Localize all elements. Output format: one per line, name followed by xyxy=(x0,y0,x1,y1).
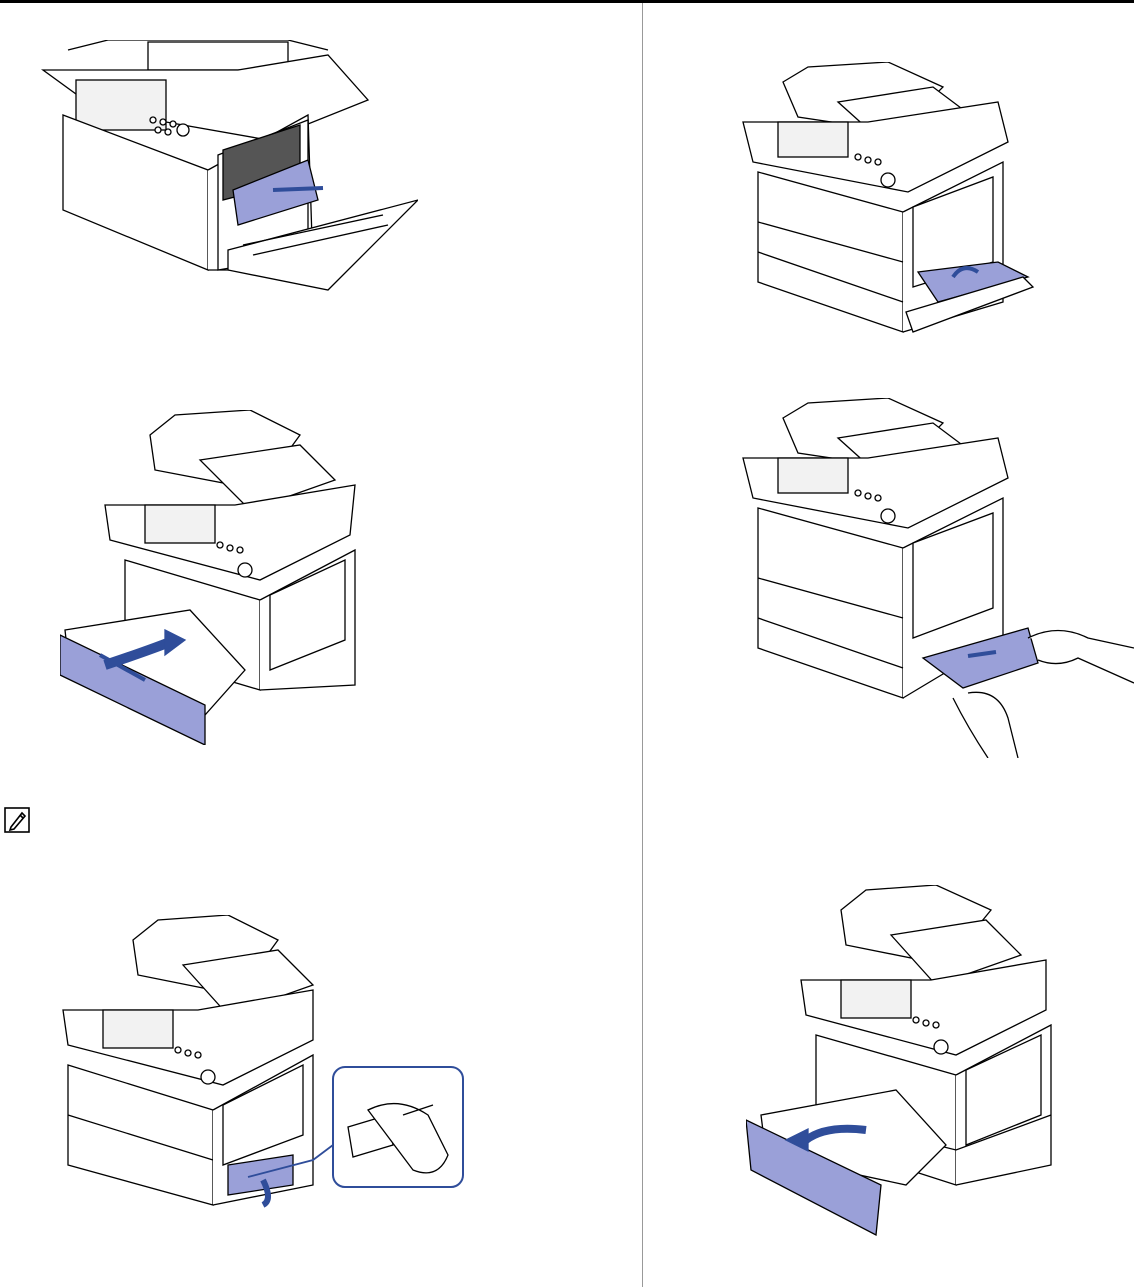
side-cover-open-illustration xyxy=(738,62,1038,342)
tray-pull-illustration xyxy=(746,885,1058,1240)
fuser-jam-illustration xyxy=(38,40,418,295)
column-divider xyxy=(642,3,643,1287)
top-rule xyxy=(0,0,1134,3)
lower-cover-inset-illustration xyxy=(58,915,468,1215)
side-paper-removal-illustration xyxy=(738,398,1134,758)
note-pencil-icon xyxy=(3,806,31,834)
tray-insert-illustration xyxy=(60,410,360,745)
